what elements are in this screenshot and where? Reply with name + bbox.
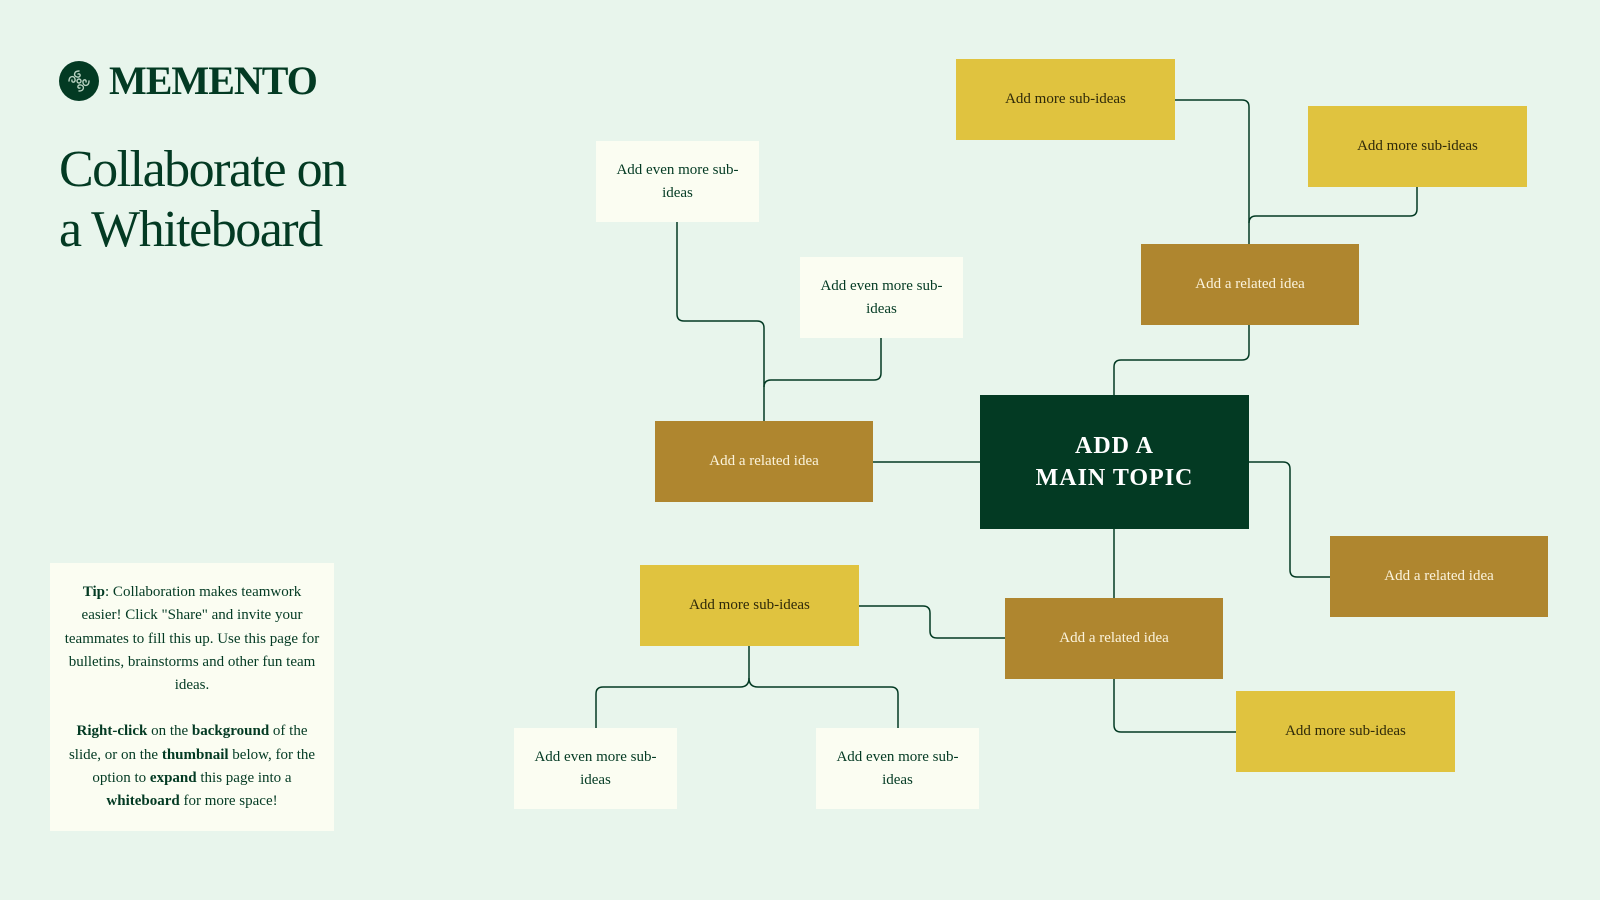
brand-name: MEMENTO	[109, 58, 318, 103]
title-line-1: Collaborate on	[59, 141, 347, 198]
tip-bold-expand: expand	[149, 770, 197, 787]
title-line-2: a Whiteboard	[59, 201, 323, 258]
tip-bold-right-click: Right-click	[76, 723, 148, 740]
tip-text: on the	[147, 723, 192, 740]
connector-top-related-right	[1248, 187, 1418, 224]
tip-paragraph-1: Tip: Collaboration makes teamwork easier…	[64, 581, 320, 697]
page-title: Collaborate on a Whiteboard	[59, 140, 379, 260]
main-topic-line-2: MAIN TOPIC	[1035, 465, 1194, 491]
connector-bottom-related-sub2	[1113, 679, 1236, 733]
even-more-sub-idea-node[interactable]: Add even more sub-ideas	[800, 257, 963, 338]
related-idea-node[interactable]: Add a related idea	[1141, 244, 1359, 325]
main-topic-node[interactable]: ADD A MAIN TOPIC	[980, 395, 1249, 529]
related-idea-node[interactable]: Add a related idea	[1330, 536, 1548, 617]
tip-text: this page into a	[196, 770, 292, 787]
connector-main-top	[1113, 325, 1250, 395]
tip-bold-whiteboard: whiteboard	[106, 793, 180, 810]
related-idea-node[interactable]: Add a related idea	[655, 421, 873, 502]
sub-idea-node[interactable]: Add more sub-ideas	[640, 565, 859, 646]
tip-text: below, for the option to	[92, 746, 316, 787]
connector-top-related-up	[1175, 99, 1250, 244]
connector-bottom-related-sub	[859, 605, 1005, 639]
even-more-sub-idea-node[interactable]: Add even more sub-ideas	[514, 728, 677, 809]
sub-idea-node[interactable]: Add more sub-ideas	[956, 59, 1175, 140]
tip-text: of the slide, or on the	[68, 723, 308, 763]
connector-left-related-even2	[763, 338, 882, 388]
even-more-sub-idea-node[interactable]: Add even more sub-ideas	[596, 141, 759, 222]
even-more-sub-idea-node[interactable]: Add even more sub-ideas	[816, 728, 979, 809]
sub-idea-node[interactable]: Add more sub-ideas	[1236, 691, 1455, 772]
related-idea-node[interactable]: Add a related idea	[1005, 598, 1223, 679]
main-topic-line-1: ADD A	[1074, 433, 1154, 459]
sub-idea-node[interactable]: Add more sub-ideas	[1308, 106, 1527, 187]
swirl-monogram-icon	[59, 60, 99, 101]
tip-card: Tip: Collaboration makes teamwork easier…	[50, 563, 334, 831]
connector-main-right	[1249, 461, 1330, 578]
brand-logo: MEMENTO	[59, 57, 318, 104]
tip-bold-thumbnail: thumbnail	[161, 746, 229, 763]
tip-text: : Collaboration makes teamwork easier! C…	[64, 584, 320, 694]
tip-paragraph-2: Right-click on the background of the sli…	[64, 720, 320, 813]
tip-text: for more space!	[179, 793, 278, 810]
tip-label: Tip	[82, 584, 106, 600]
connector-left-related-even1	[676, 222, 765, 421]
tip-bold-background: background	[191, 723, 270, 740]
connector-sub-split-right	[748, 677, 899, 728]
connector-sub-split	[595, 646, 750, 728]
